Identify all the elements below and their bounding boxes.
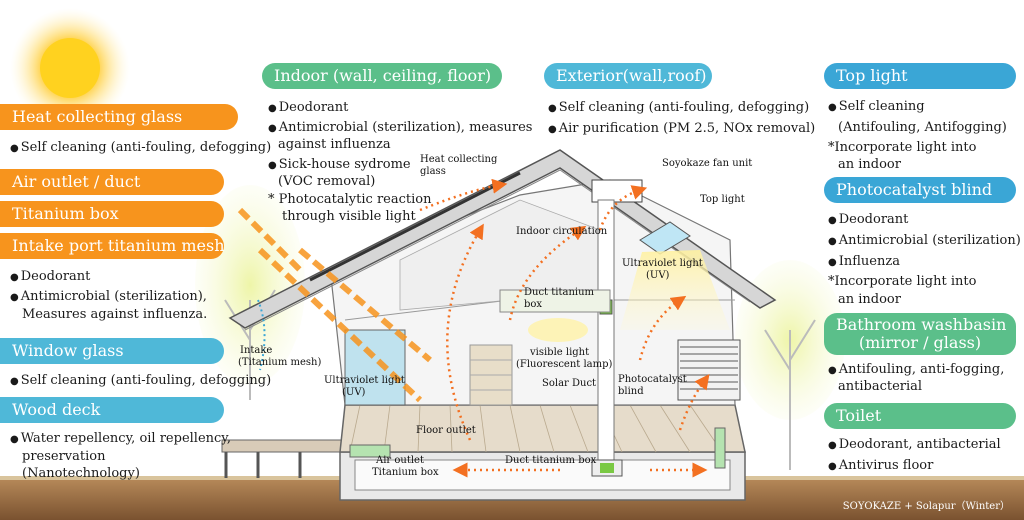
washbasin-title-line-1: Bathroom washbasin — [836, 315, 1007, 334]
label-fan-unit: Soyokaze fan unit — [662, 158, 753, 169]
exterior-item-1: Self cleaning (anti-fouling, defogging) — [548, 99, 809, 117]
label-air-outlet-2: Titanium box — [372, 467, 439, 478]
top-light-item-4: an indoor — [838, 157, 901, 172]
top-light-item-2: (Antifouling, Antifogging) — [838, 120, 1007, 135]
label-top-light: Top light — [700, 194, 745, 205]
label-solar-duct: Solar Duct — [542, 378, 597, 389]
blind-item-4-text: Incorporate light into — [834, 274, 977, 289]
photocatalyst-blind — [677, 339, 741, 401]
blind-item-1: Deodorant — [828, 211, 909, 229]
blind-title: Photocatalyst blind — [824, 177, 1016, 203]
indoor-item-6-text: Photocatalytic reaction — [278, 192, 432, 207]
wood-deck-title: Wood deck — [0, 397, 224, 423]
indoor-item-2: Antimicrobial (sterilization), measures — [268, 119, 533, 137]
label-uv-light-1: Ultraviolet light — [622, 258, 703, 269]
heat-glass-item: Self cleaning (anti-fouling, defogging) — [10, 139, 271, 157]
indoor-item-6: * Photocatalytic reaction — [268, 192, 432, 207]
solar-duct — [597, 199, 615, 463]
titanium-box-title: Titanium box — [0, 201, 224, 227]
fan-unit — [591, 179, 643, 203]
indoor-item-5: (VOC removal) — [278, 174, 376, 189]
indoor-item-4: Sick-house sydrome — [268, 156, 411, 174]
skylight — [639, 221, 691, 255]
wood-deck-item-3: (Nanotechnology) — [22, 466, 140, 481]
label-photo-blind-1: Photocatalyst — [618, 374, 687, 385]
blind-item-3: Influenza — [828, 253, 900, 271]
window-glass-title: Window glass — [0, 338, 224, 364]
top-light-item-3-text: Incorporate light into — [834, 140, 977, 155]
label-indoor-circulation: Indoor circulation — [516, 226, 608, 237]
label-uv-light-2: (UV) — [646, 270, 670, 281]
top-light-title: Top light — [824, 63, 1016, 89]
exterior-item-2: Air purification (PM 2.5, NOx removal) — [548, 120, 815, 138]
blind-item-4: *Incorporate light into — [828, 274, 977, 289]
label-heat-glass-2: glass — [420, 166, 446, 177]
indoor-title: Indoor (wall, ceiling, floor) — [262, 63, 502, 89]
toilet-item-2: Antivirus floor — [828, 457, 934, 475]
blind-item-5: an indoor — [838, 292, 901, 307]
window-glass — [344, 329, 406, 406]
heat-collecting-glass-title: Heat collecting glass — [0, 104, 238, 130]
indoor-item-1: Deodorant — [268, 99, 349, 117]
wood-deck — [221, 439, 346, 453]
air-outlet-title: Air outlet / duct — [0, 169, 224, 195]
toilet-item-1: Deodorant, antibacterial — [828, 436, 1001, 454]
label-uv-left-2: (UV) — [342, 387, 366, 398]
label-uv-left-1: Ultraviolet light — [324, 375, 405, 386]
top-light-item-3: *Incorporate light into — [828, 140, 977, 155]
intake-mesh-title: Intake port titanium mesh — [0, 233, 225, 259]
exterior-title: Exterior(wall,roof) — [544, 63, 712, 89]
label-intake-1: Intake — [240, 345, 273, 356]
top-light-item-1: Self cleaning — [828, 98, 925, 116]
label-photo-blind-2: blind — [618, 386, 644, 397]
blind-item-2: Antimicrobial (sterilization) — [828, 232, 1021, 250]
washbasin-title-line-2: (mirror / glass) — [858, 333, 982, 352]
label-air-outlet-1: Air outlet — [376, 455, 424, 466]
washbasin-title: Bathroom washbasin (mirror / glass) — [824, 313, 1016, 355]
wood-deck-item-1: Water repellency, oil repellency, — [10, 430, 231, 448]
label-floor-outlet: Floor outlet — [416, 425, 476, 436]
label-heat-glass-1: Heat collecting — [420, 154, 498, 165]
label-intake-2: (Titanium mesh) — [238, 357, 322, 368]
indoor-item-3: against influenza — [278, 137, 391, 152]
intake-item-1: Deodorant — [10, 268, 91, 286]
wood-deck-item-2: preservation — [22, 449, 106, 464]
intake-item-3: Measures against influenza. — [22, 307, 208, 322]
intake-item-2: Antimicrobial (sterilization), — [10, 288, 207, 306]
label-duct-box-2: box — [524, 299, 543, 310]
label-visible-2: (Fluorescent lamp) — [516, 359, 613, 370]
credit-caption: SOYOKAZE + Solapur（Winter） — [842, 501, 1010, 512]
washbasin-item-1: Antifouling, anti-fogging, — [828, 361, 1005, 379]
toilet-title: Toilet — [824, 403, 1016, 429]
label-visible-1: visible light — [530, 347, 590, 358]
washbasin-item-2: antibacterial — [838, 379, 923, 394]
window-glass-item: Self cleaning (anti-fouling, defogging) — [10, 372, 271, 390]
label-duct-box-1: Duct titanium — [524, 287, 595, 298]
label-duct-box-bottom: Duct titanium box — [505, 455, 597, 466]
indoor-item-7: through visible light — [282, 209, 416, 224]
